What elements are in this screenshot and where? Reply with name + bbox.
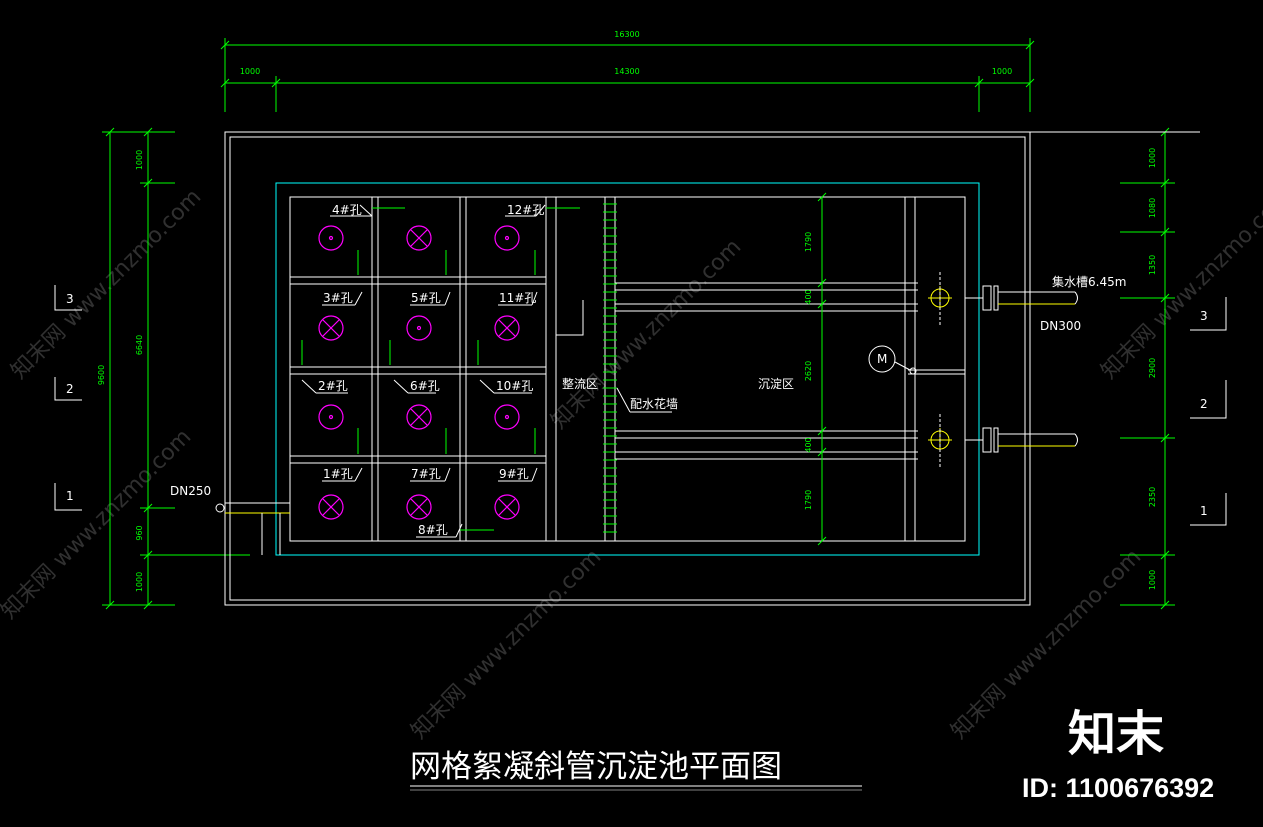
hole-label-7: 7#孔 (411, 467, 441, 481)
section-mark-2-right: 2 (1200, 397, 1208, 411)
dim-right-c: 1350 (1148, 255, 1157, 275)
hole-label-3: 3#孔 (323, 291, 353, 305)
dim-total-width: 16300 (614, 30, 639, 39)
section-mark-3-left: 3 (66, 292, 74, 306)
valve-circle-dot (494, 225, 520, 251)
hole-label-11: 11#孔 (499, 291, 536, 305)
elevation-note: 集水槽6.45m (1052, 274, 1126, 289)
dim-inner-a: 1790 (804, 232, 813, 252)
valve-circle-dot (318, 225, 344, 251)
top-dimensions (220, 38, 1035, 112)
flocculation-grid (290, 197, 557, 541)
hole-label-9: 9#孔 (499, 467, 529, 481)
watermark-text: 知末网 www.znzmo.com (407, 544, 607, 744)
section-markers (54, 285, 1227, 526)
motor-symbol (868, 345, 917, 375)
dim-right-f: 1000 (1148, 570, 1157, 590)
zone-label-settling: 沉淀区 (758, 377, 794, 391)
dim-right-a: 1000 (1148, 148, 1157, 168)
valve-layer (318, 225, 520, 520)
left-dimensions (102, 127, 250, 610)
dim-top-left: 1000 (240, 67, 260, 76)
watermark-layer: 知末网 www.znzmo.com 知末网 www.znzmo.com 知末网 … (0, 184, 1263, 744)
dim-right-b: 1080 (1148, 198, 1157, 218)
dim-left-top: 1000 (135, 150, 144, 170)
outlet-pipe-label: DN300 (1040, 319, 1081, 333)
launder-channels (615, 197, 965, 541)
valve-circle-dot (406, 315, 432, 341)
dim-left-outer: 9600 (97, 365, 106, 385)
hole-leaders (301, 204, 546, 538)
dim-left-middle: 6640 (135, 335, 144, 355)
section-mark-1-right: 1 (1200, 504, 1208, 518)
hole-label-1: 1#孔 (323, 467, 353, 481)
section-mark-3-right: 3 (1200, 309, 1208, 323)
valve-circle-cross (494, 315, 520, 341)
hole-label-8: 8#孔 (418, 523, 448, 537)
inlet-pipe (215, 502, 290, 555)
brand-logo: 知末 (1068, 706, 1164, 762)
hole-openings (301, 207, 580, 531)
valve-circle-cross (406, 225, 432, 251)
valve-circle-cross (318, 315, 344, 341)
valve-circle-cross (406, 494, 432, 520)
valve-circle-cross (406, 404, 432, 430)
inner-dimensions (817, 192, 827, 546)
dim-top-right: 1000 (992, 67, 1012, 76)
dim-inner-c: 2620 (804, 361, 813, 381)
dim-inner-d: 400 (804, 437, 813, 452)
outer-wall (224, 131, 1200, 606)
section-mark-2-left: 2 (66, 382, 74, 396)
valve-circle-cross (494, 494, 520, 520)
dim-right-d: 2900 (1148, 358, 1157, 378)
hole-label-4: 4#孔 (332, 203, 362, 217)
dim-left-lower: 960 (135, 525, 144, 540)
valve-circle-dot (494, 404, 520, 430)
section-mark-1-left: 1 (66, 489, 74, 503)
dim-left-bottom: 1000 (135, 572, 144, 592)
right-dimensions (1120, 127, 1175, 610)
dim-inner-e: 1790 (804, 490, 813, 510)
valve-circle-cross (318, 494, 344, 520)
dim-inner-b: 400 (804, 289, 813, 304)
hole-label-10: 10#孔 (496, 379, 533, 393)
watermark-text: 知末网 www.znzmo.com (0, 424, 196, 624)
valve-circle-dot (318, 404, 344, 430)
image-id: ID: 1100676392 (1022, 773, 1214, 803)
hole-label-6: 6#孔 (410, 379, 440, 393)
watermark-text: 知末网 www.znzmo.com (7, 184, 207, 384)
dim-top-middle: 14300 (614, 67, 639, 76)
wall-label: 配水花墙 (630, 396, 678, 411)
hole-label-5: 5#孔 (411, 291, 441, 305)
inlet-pipe-label: DN250 (170, 484, 211, 498)
motor-label: M (877, 352, 887, 366)
hole-label-2: 2#孔 (318, 379, 348, 393)
zone-label-rectifying: 整流区 (562, 376, 598, 391)
drawing-title: 网格絮凝斜管沉淀池平面图 (410, 749, 782, 785)
dim-right-e: 2350 (1148, 487, 1157, 507)
outlet-valves (928, 272, 952, 467)
distribution-wall (556, 197, 672, 541)
outlet-pipes (965, 285, 1078, 453)
hole-label-12: 12#孔 (507, 203, 544, 217)
